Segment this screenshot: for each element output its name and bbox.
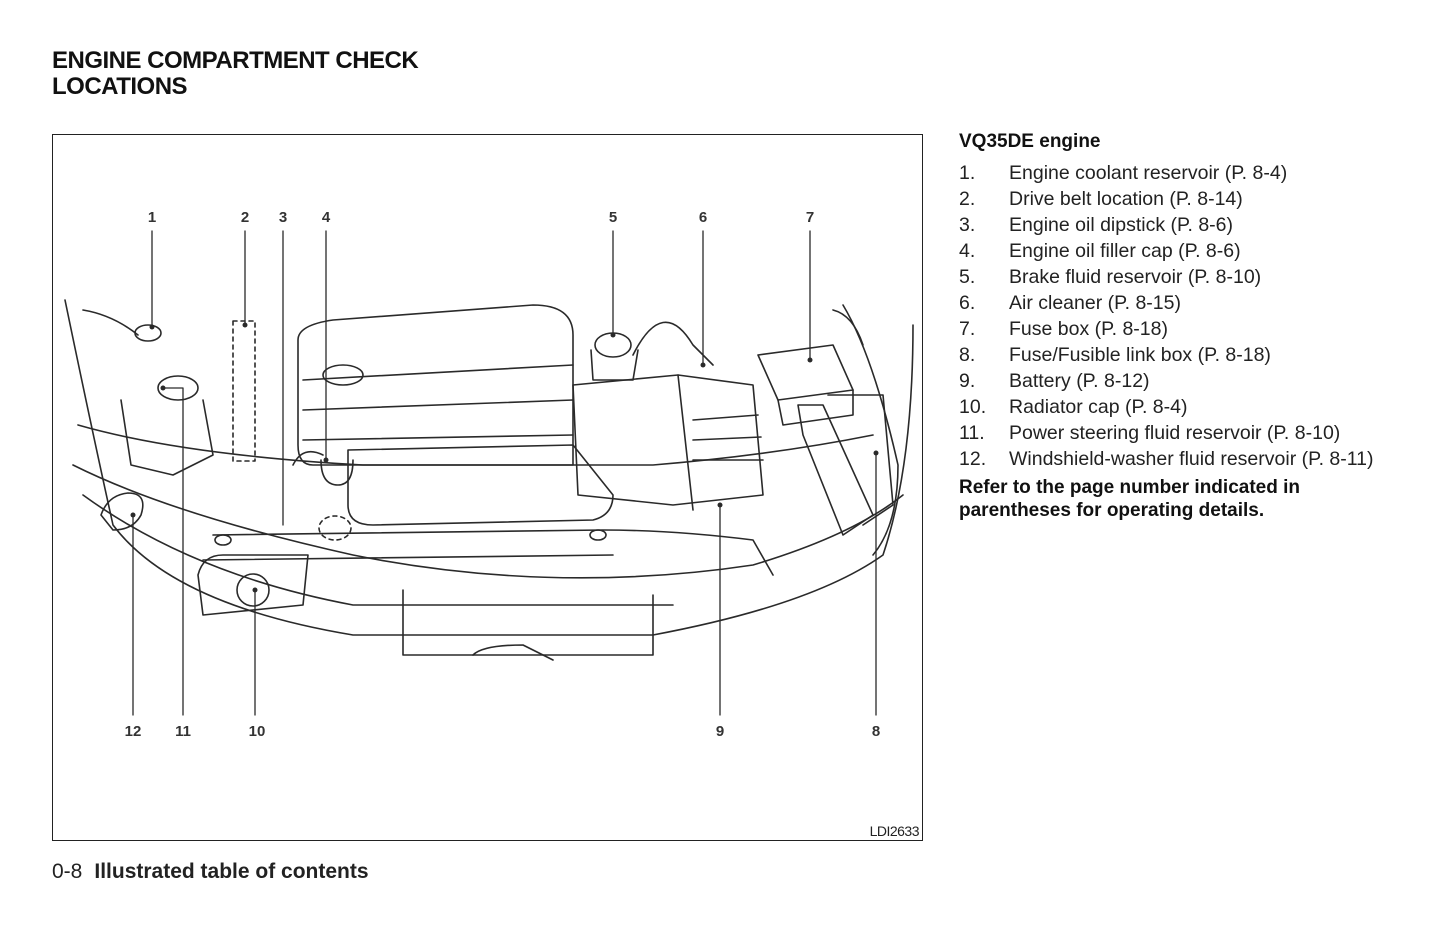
legend-item-text: Fuse/Fusible link box (P. 8-18)	[1009, 344, 1271, 366]
legend-heading: VQ35DE engine	[959, 131, 1101, 152]
legend-item-text: Engine coolant reservoir (P. 8-4)	[1009, 162, 1288, 184]
legend-item-text: Engine oil filler cap (P. 8-6)	[1009, 240, 1241, 262]
legend-item: 1. Engine coolant reservoir (P. 8-4)	[959, 160, 1399, 186]
page-title-line-2: LOCATIONS	[52, 73, 188, 100]
callout-5: 5	[608, 209, 618, 226]
legend-item-number: 1.	[959, 162, 976, 184]
legend: VQ35DE engine 1. Engine coolant reservoir…	[959, 130, 1399, 522]
legend-item: 11. Power steering fluid reservoir (P. 8-…	[959, 420, 1399, 446]
page-number: 0-8	[52, 860, 83, 883]
legend-item: 10. Radiator cap (P. 8-4)	[959, 394, 1399, 420]
engine-compartment-illustration: 1 2 3 4 5 6 7 12 11 10 9 8 LDI2633	[52, 134, 923, 841]
legend-item-number: 2.	[959, 188, 976, 210]
page-footer: 0-8 Illustrated table of contents	[52, 860, 369, 884]
legend-item-text: Windshield-washer fluid reservoir (P. 8-…	[1009, 448, 1374, 470]
legend-item: 6. Air cleaner (P. 8-15)	[959, 290, 1399, 316]
callout-7: 7	[805, 209, 815, 226]
legend-item-text: Fuse box (P. 8-18)	[1009, 318, 1168, 340]
callout-8: 8	[871, 723, 881, 740]
legend-item-text: Battery (P. 8-12)	[1009, 370, 1150, 392]
legend-item-number: 4.	[959, 240, 976, 262]
legend-item-text: Engine oil dipstick (P. 8-6)	[1009, 214, 1234, 236]
callout-11: 11	[175, 723, 191, 740]
callout-1: 1	[147, 209, 157, 226]
legend-item: 5. Brake fluid reservoir (P. 8-10)	[959, 264, 1399, 290]
legend-item-number: 7.	[959, 318, 976, 340]
legend-item-text: Power steering fluid reservoir (P. 8-10)	[1009, 422, 1341, 444]
legend-item: 8. Fuse/Fusible link box (P. 8-18)	[959, 342, 1399, 368]
section-title: Illustrated table of contents	[94, 860, 369, 883]
legend-item: 2. Drive belt location (P. 8-14)	[959, 186, 1399, 212]
callout-10: 10	[248, 723, 266, 740]
callout-12: 12	[124, 723, 142, 740]
legend-item-number: 5.	[959, 266, 976, 288]
legend-item: 9. Battery (P. 8-12)	[959, 368, 1399, 394]
callout-4: 4	[321, 209, 331, 226]
callout-2: 2	[240, 209, 250, 226]
legend-item-number: 9.	[959, 370, 976, 392]
callout-9: 9	[715, 723, 725, 740]
legend-item-number: 12.	[959, 448, 987, 470]
engine-line-drawing	[64, 230, 914, 716]
legend-item-text: Brake fluid reservoir (P. 8-10)	[1009, 266, 1262, 288]
legend-item: 12. Windshield-washer fluid reservoir (P.…	[959, 446, 1379, 472]
legend-item-number: 10.	[959, 396, 987, 418]
page-title-line-1: ENGINE COMPARTMENT CHECK	[52, 47, 419, 74]
page-title: ENGINE COMPARTMENT CHECK LOCATIONS	[52, 47, 419, 100]
legend-item: 3. Engine oil dipstick (P. 8-6)	[959, 212, 1399, 238]
legend-item-number: 6.	[959, 292, 976, 314]
legend-list: 1. Engine coolant reservoir (P. 8-4) 2. Dr…	[959, 160, 1399, 472]
legend-item-text: Air cleaner (P. 8-15)	[1009, 292, 1181, 314]
legend-item-number: 8.	[959, 344, 976, 366]
figure-code: LDI2633	[869, 823, 920, 839]
legend-item-number: 3.	[959, 214, 976, 236]
legend-item-text: Drive belt location (P. 8-14)	[1009, 188, 1243, 210]
legend-item-number: 11.	[959, 422, 985, 444]
callout-6: 6	[698, 209, 708, 226]
legend-item: 7. Fuse box (P. 8-18)	[959, 316, 1399, 342]
callout-3: 3	[278, 209, 288, 226]
legend-item-text: Radiator cap (P. 8-4)	[1009, 396, 1188, 418]
legend-item: 4. Engine oil filler cap (P. 8-6)	[959, 238, 1399, 264]
legend-note: Refer to the page number indicated in pa…	[959, 477, 1300, 521]
